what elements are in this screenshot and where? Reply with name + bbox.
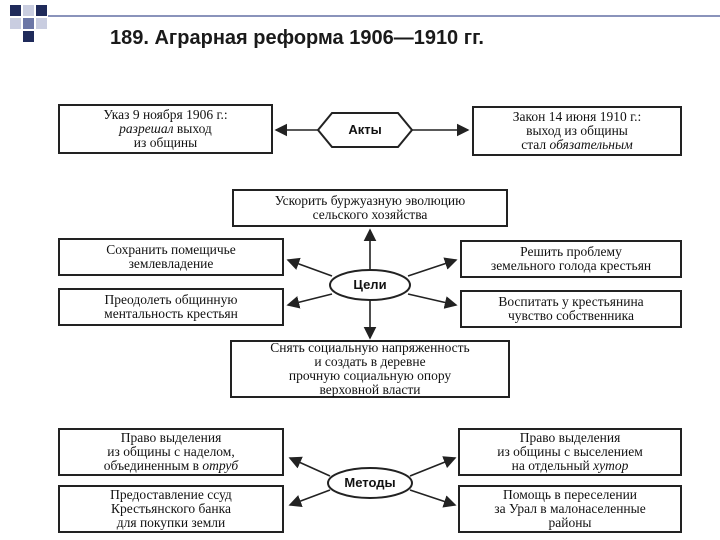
goal-left-upper-line1: Сохранить помещичье [106, 242, 236, 257]
header-rule [48, 15, 720, 17]
method-right-upper-line3-pre: на отдельный [511, 458, 594, 473]
acts-law-1910-box: Закон 14 июня 1910 г.: выход из общины с… [472, 106, 682, 156]
arrow-goals-left-upper [286, 257, 333, 277]
goals-hub-label: Цели [353, 277, 387, 292]
acts-left-line2-rest: выход [173, 121, 212, 136]
method-right-upper-line2: из общины с выселением [497, 444, 643, 459]
acts-hub-label: Акты [348, 122, 382, 137]
goal-bottom-line2: и создать в деревне [314, 354, 426, 369]
method-left-upper-line3-em: отруб [202, 458, 239, 473]
goal-left-lower-line1: Преодолеть общинную [104, 292, 238, 307]
methods-ellipse [327, 467, 413, 499]
goal-top-box: Ускорить буржуазную эволюцию сельского х… [232, 189, 508, 227]
goal-bottom-box: Снять социальную напряженность и создать… [230, 340, 510, 398]
acts-right-line3: стал обязательным [521, 138, 633, 152]
goals-ellipse [329, 269, 411, 301]
goal-left-lower-box: Преодолеть общинную ментальность крестья… [58, 288, 284, 326]
goal-right-lower-line2: чувство собственника [508, 308, 634, 323]
goal-right-lower-line1: Воспитать у крестьянина [498, 294, 644, 309]
goal-left-upper-box: Сохранить помещичье землевладение [58, 238, 284, 276]
arrow-methods-left-lower [288, 489, 331, 508]
arrow-goals-right-upper [407, 257, 458, 277]
acts-left-line2-em: разрешал [119, 121, 174, 136]
method-right-upper-box: Право выделения из общины с выселением н… [458, 428, 682, 476]
method-right-lower-line2: за Урал в малонаселенные [494, 501, 646, 516]
goal-bottom-line1: Снять социальную напряженность [270, 340, 470, 355]
goal-right-lower-box: Воспитать у крестьянина чувство собствен… [460, 290, 682, 328]
method-right-lower-line3: районы [548, 515, 592, 530]
method-left-lower-line1: Предоставление ссуд [110, 487, 232, 502]
acts-right-line3-em: обязательным [549, 137, 633, 152]
method-right-upper-line3-em: хутор [593, 458, 629, 473]
goal-left-lower-line2: ментальность крестьян [104, 306, 238, 321]
method-left-lower-box: Предоставление ссуд Крестьянского банка … [58, 485, 284, 533]
method-left-upper-line1: Право выделения [120, 430, 222, 445]
goal-right-upper-box: Решить проблему земельного голода кресть… [460, 240, 682, 278]
method-right-lower-box: Помощь в переселении за Урал в малонасел… [458, 485, 682, 533]
method-right-upper-line3: на отдельный хутор [512, 459, 629, 473]
acts-left-line3: из общины [133, 135, 198, 150]
page-title: 189. Аграрная реформа 1906—1910 гг. [110, 27, 484, 49]
acts-right-line3-pre: стал [521, 137, 550, 152]
goal-bottom-line3: прочную социальную опору [288, 368, 452, 383]
goal-left-upper-line2: землевладение [128, 256, 214, 271]
method-left-upper-box: Право выделения из общины с наделом, объ… [58, 428, 284, 476]
arrow-goals-left-lower [286, 293, 333, 309]
arrow-goals-right-lower [407, 293, 458, 309]
acts-decree-1906-box: Указ 9 ноября 1906 г.: разрешал выход из… [58, 104, 273, 154]
methods-hub-label: Методы [344, 475, 396, 490]
acts-right-line1: Закон 14 июня 1910 г.: [512, 109, 642, 124]
method-left-upper-line3-pre: объединенным в [103, 458, 203, 473]
arrow-methods-left-upper [288, 456, 331, 477]
goal-top-line1: Ускорить буржуазную эволюцию [274, 193, 466, 208]
goal-right-upper-line2: земельного голода крестьян [490, 258, 652, 273]
method-right-upper-line1: Право выделения [519, 430, 621, 445]
goal-bottom-line4: верховной власти [319, 382, 421, 397]
method-left-lower-line3: для покупки земли [116, 515, 226, 530]
method-left-upper-line2: из общины с наделом, [107, 444, 235, 459]
goal-top-line2: сельского хозяйства [312, 207, 428, 222]
acts-left-line2: разрешал выход [119, 122, 212, 136]
method-right-lower-line1: Помощь в переселении [502, 487, 638, 502]
goal-right-upper-line1: Решить проблему [520, 244, 622, 259]
acts-right-line2: выход из общины [526, 123, 628, 138]
acts-left-line1: Указ 9 ноября 1906 г.: [103, 107, 228, 122]
arrow-methods-right-lower [409, 489, 457, 508]
arrow-methods-right-upper [409, 456, 457, 477]
method-left-lower-line2: Крестьянского банка [111, 501, 231, 516]
method-left-upper-line3: объединенным в отруб [104, 459, 238, 473]
